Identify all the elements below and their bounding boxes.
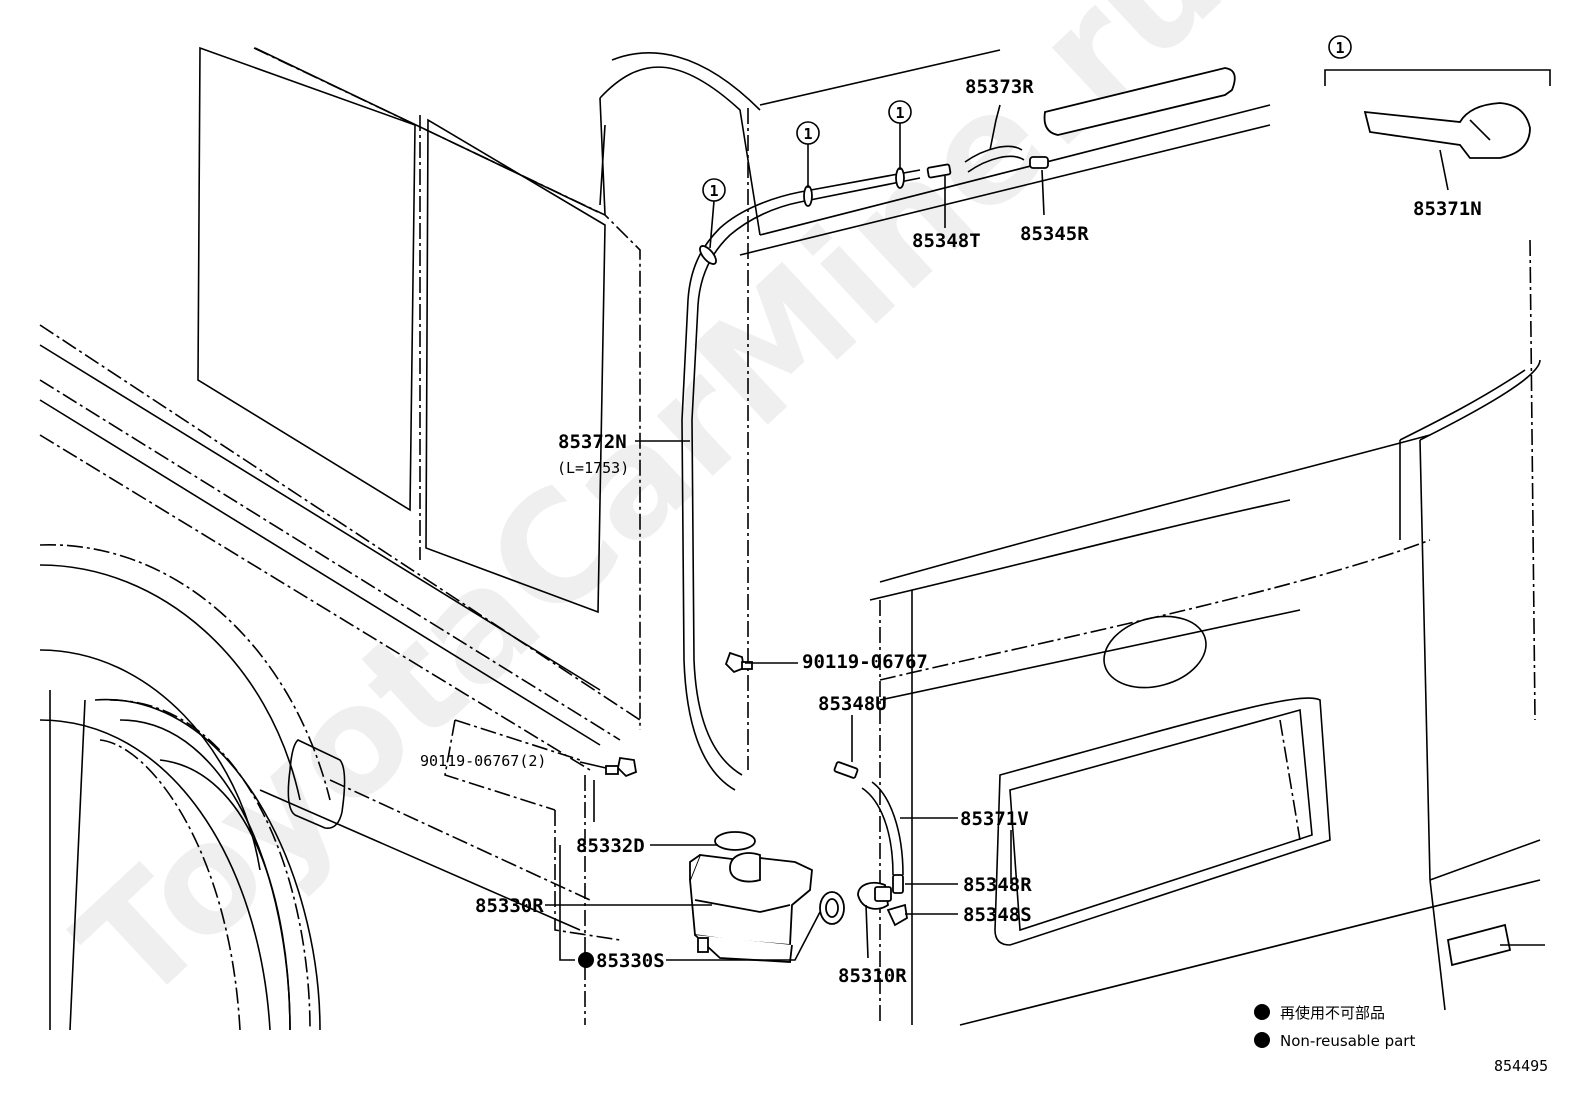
label-85372N-length: (L=1753): [557, 459, 629, 477]
callout-marker-1-clamp-b: 1: [796, 121, 820, 188]
label-85372N: 85372N: [558, 431, 627, 453]
label-85348R: 85348R: [963, 874, 1032, 896]
callout-marker-1-clamp-c: 1: [888, 100, 912, 170]
joint-85348T: [926, 163, 952, 179]
washer-tank-85330R: [689, 852, 813, 963]
hose-85371V: [861, 781, 904, 876]
legend: 再使用不可部品 Non-reusable part: [1254, 1004, 1415, 1050]
label-85371N: 85371N: [1413, 198, 1482, 220]
legend-en: Non-reusable part: [1280, 1032, 1415, 1050]
callout-marker-1-clamp-a: 1: [702, 178, 726, 249]
washer-pump-85310R: [857, 882, 892, 910]
joint-85348S: [886, 903, 908, 927]
diagram-number: 854495: [1494, 1057, 1548, 1075]
svg-text:1: 1: [803, 125, 812, 143]
label-85330R: 85330R: [475, 895, 544, 917]
nozzle-joint-85345R: [1029, 156, 1049, 169]
bolts-90119-06767-2: [605, 756, 638, 778]
svg-text:1: 1: [895, 104, 904, 122]
hose-clamps: [699, 167, 905, 265]
part-labels: 85373R 85371N 85348T 85345R 85372N (L=17…: [420, 76, 1482, 987]
svg-text:1: 1: [1335, 39, 1344, 57]
legend-dot-jp: [1254, 1004, 1270, 1020]
label-85348U: 85348U: [818, 693, 887, 715]
washer-hose-85372N: [681, 169, 921, 791]
tank-cap-85332D: [714, 831, 756, 851]
hose-85373R: [964, 145, 1025, 173]
leader-lines: [545, 104, 1045, 961]
grommet-85330S: [819, 891, 845, 925]
callout-marker-1-inset: 1: [1328, 35, 1352, 59]
bolt-90119-06767: [724, 651, 753, 674]
inset-85371N: [1324, 69, 1551, 191]
label-85310R: 85310R: [838, 965, 907, 987]
vehicle-body-outline: [39, 46, 1545, 1031]
legend-dot-en: [1254, 1032, 1270, 1048]
label-85348S: 85348S: [963, 904, 1032, 926]
label-85348T: 85348T: [912, 230, 981, 252]
label-85332D: 85332D: [576, 835, 645, 857]
label-85371V: 85371V: [960, 808, 1029, 830]
label-85330S: 85330S: [596, 950, 665, 972]
joint-85348U: [833, 761, 859, 779]
svg-text:1: 1: [709, 182, 718, 200]
label-90119-06767-2: 90119-06767(2): [420, 752, 546, 770]
label-85345R: 85345R: [1020, 223, 1089, 245]
non-reusable-dot-85330S: [578, 952, 594, 968]
label-85373R: 85373R: [965, 76, 1034, 98]
joint-85348R: [892, 874, 904, 894]
legend-jp: 再使用不可部品: [1280, 1004, 1385, 1022]
label-90119-06767: 90119-06767: [802, 651, 928, 673]
